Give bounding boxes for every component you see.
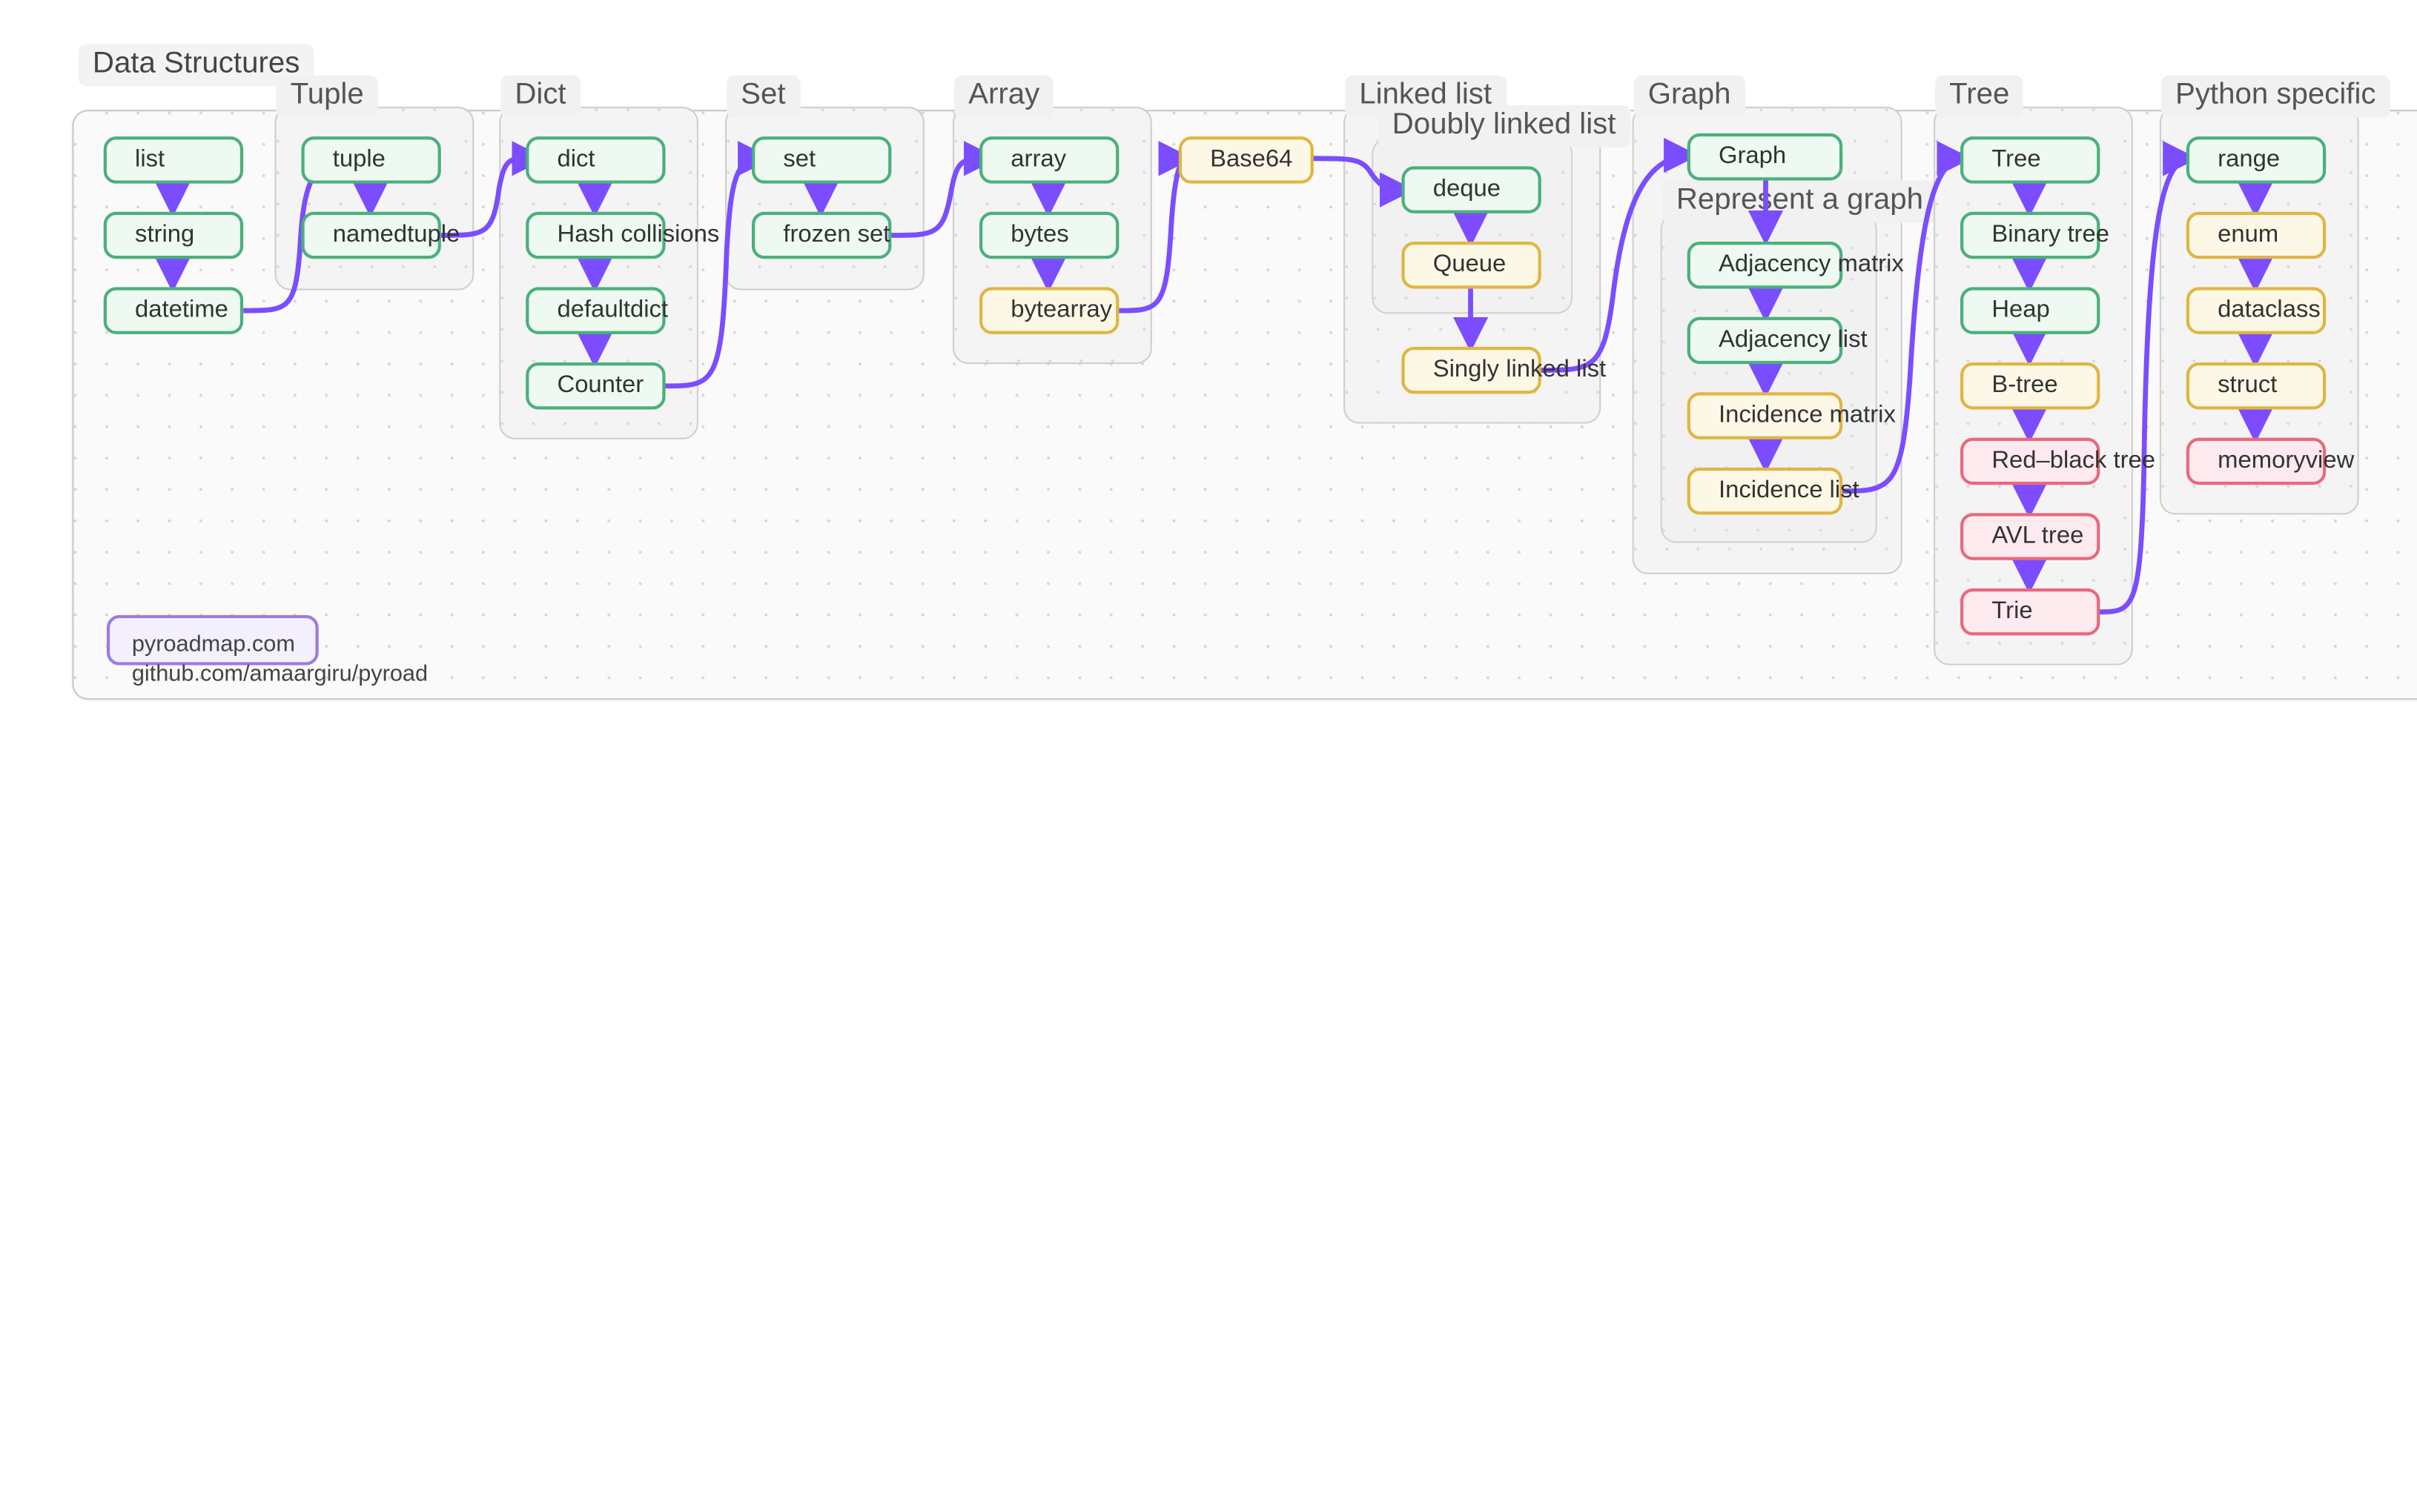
node-dataclass[interactable]: dataclass [2186, 287, 2327, 334]
node-hash-collisions[interactable]: Hash collisions [526, 211, 719, 259]
node-bytearray[interactable]: bytearray [979, 287, 1120, 334]
footer-links[interactable]: pyroadmap.com github.com/amaargiru/pyroa… [106, 614, 428, 687]
node-enum[interactable]: enum [2186, 211, 2327, 259]
node-adjacency-matrix[interactable]: Adjacency matrix [1687, 242, 1904, 289]
node-queue[interactable]: Queue [1401, 242, 1541, 289]
node-heap[interactable]: Heap [1960, 287, 2100, 334]
node-namedtuple[interactable]: namedtuple [301, 211, 460, 259]
node-string[interactable]: string [103, 211, 244, 259]
node-deque[interactable]: deque [1401, 166, 1541, 213]
group-label-dict: Dict [500, 75, 581, 118]
node-incidence-list[interactable]: Incidence list [1687, 467, 1859, 515]
footer-link-site[interactable]: pyroadmap.com [131, 632, 295, 657]
node-adjacency-list[interactable]: Adjacency list [1687, 316, 1868, 365]
node-defaultdict[interactable]: defaultdict [526, 287, 668, 334]
footer-link-github[interactable]: github.com/amaargiru/pyroad [131, 662, 429, 688]
group-label-graph: Graph [1633, 75, 1745, 118]
node-bytes[interactable]: bytes [979, 211, 1120, 259]
group-label-tree: Tree [1935, 75, 2024, 118]
group-label-represent-a-graph: Represent a graph [1662, 180, 1938, 223]
group-set [724, 106, 925, 291]
node-b-tree[interactable]: B-tree [1960, 362, 2100, 410]
node-set[interactable]: set [751, 136, 892, 184]
node-range[interactable]: range [2186, 136, 2327, 184]
node-tree[interactable]: Tree [1960, 136, 2100, 184]
node-list[interactable]: list [103, 136, 244, 184]
node-trie[interactable]: Trie [1960, 588, 2100, 636]
group-label-tuple: Tuple [276, 75, 378, 118]
node-array[interactable]: array [979, 136, 1120, 184]
node-memoryview[interactable]: memoryview [2186, 437, 2354, 485]
node-counter[interactable]: Counter [526, 362, 666, 410]
node-red-black-tree[interactable]: Red–black tree [1960, 437, 2155, 485]
diagram-canvas: Data Structures [72, 44, 2417, 700]
group-label-doubly-linked-list: Doubly linked list [1378, 105, 1630, 147]
node-dict[interactable]: dict [526, 136, 666, 184]
group-label-set: Set [727, 75, 800, 118]
node-incidence-matrix[interactable]: Incidence matrix [1687, 392, 1896, 440]
node-avl-tree[interactable]: AVL tree [1960, 513, 2100, 560]
group-label-linked-list: Linked list [1345, 75, 1507, 118]
node-frozen-set[interactable]: frozen set [751, 211, 892, 259]
group-label-python-specific: Python specific [2160, 75, 2390, 118]
node-binary-tree[interactable]: Binary tree [1960, 211, 2109, 259]
node-graph[interactable]: Graph [1687, 133, 1843, 181]
node-singly-linked-list[interactable]: Singly linked list [1401, 346, 1606, 394]
node-tuple[interactable]: tuple [301, 136, 441, 184]
node-struct[interactable]: struct [2186, 362, 2327, 410]
page-title: Data Structures [78, 44, 314, 87]
node-base64[interactable]: Base64 [1178, 136, 1314, 184]
group-tuple [274, 106, 475, 291]
node-datetime[interactable]: datetime [103, 287, 244, 334]
group-label-array: Array [954, 75, 1054, 118]
